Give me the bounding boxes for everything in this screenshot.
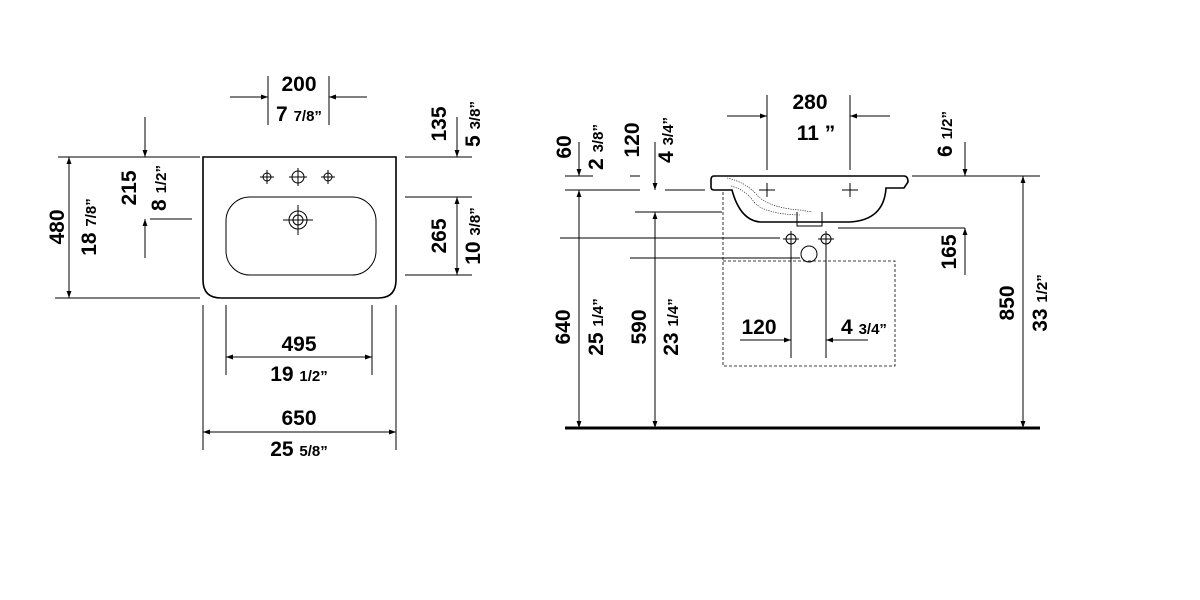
dim-side-tap-spacing-mm: 280 bbox=[792, 91, 827, 114]
basin-profile bbox=[710, 175, 909, 223]
dim-rim-depth-in: 4 3/4” bbox=[655, 117, 678, 163]
dim-supply-height-mm: 590 bbox=[628, 309, 651, 344]
side-view: 280 11 ” 60 2 3/8” 120 4 3/4” 6 1/2” 165… bbox=[552, 91, 1052, 430]
dim-tap-height-in: 2 3/8” bbox=[585, 124, 608, 170]
basin-outline bbox=[202, 156, 397, 299]
basin-bowl bbox=[225, 196, 377, 276]
dim-tap-to-wall-mm: 215 bbox=[118, 170, 141, 205]
dim-rim-to-tap-mm: 135 bbox=[428, 106, 451, 141]
dim-outlet-height-mm: 640 bbox=[552, 309, 575, 344]
dim-bowl-width-in: 19 1/2” bbox=[270, 363, 328, 386]
dim-depth-in: 18 7/8” bbox=[78, 198, 101, 256]
dim-supply-offset-mm: 120 bbox=[741, 316, 776, 339]
dim-bowl-height-in: 6 1/2” bbox=[934, 111, 957, 157]
dim-supply-offset-in: 4 3/4” bbox=[841, 316, 887, 339]
dim-tap-height-mm: 60 bbox=[553, 135, 576, 158]
dim-width-in: 25 5/8” bbox=[270, 438, 328, 461]
dim-total-height-mm: 850 bbox=[996, 285, 1019, 320]
dim-drain-to-front-mm: 265 bbox=[428, 218, 451, 253]
drain-symbol bbox=[283, 205, 313, 235]
supply-symbols bbox=[783, 231, 834, 263]
dim-drain-to-front-in: 10 3/8” bbox=[462, 207, 485, 265]
dim-tap-spacing-mm: 200 bbox=[281, 73, 316, 96]
dim-tap-to-wall-in: 8 1/2” bbox=[148, 165, 171, 211]
installation-zone bbox=[722, 192, 896, 367]
cut-section bbox=[726, 177, 813, 216]
dim-outlet-height-in: 25 1/4” bbox=[585, 298, 608, 356]
tap-markers bbox=[759, 183, 858, 197]
dim-total-height-in: 33 1/2” bbox=[1029, 274, 1052, 332]
dim-waste-height-mm: 165 bbox=[938, 234, 961, 269]
top-view: 200 7 7/8” 480 18 7/8” 215 8 1/2” 135 5 … bbox=[46, 73, 485, 461]
dim-tap-spacing-in: 7 7/8” bbox=[276, 103, 322, 126]
dim-depth-mm: 480 bbox=[46, 209, 69, 244]
dim-rim-depth-mm: 120 bbox=[621, 122, 644, 157]
tap-holes bbox=[260, 168, 335, 186]
dim-side-tap-spacing-in: 11 ” bbox=[797, 122, 836, 145]
dim-rim-to-tap-in: 5 3/8” bbox=[462, 101, 485, 147]
dim-supply-height-in: 23 1/4” bbox=[660, 298, 683, 356]
dim-bowl-width-mm: 495 bbox=[281, 333, 316, 356]
dim-width-mm: 650 bbox=[281, 407, 316, 430]
